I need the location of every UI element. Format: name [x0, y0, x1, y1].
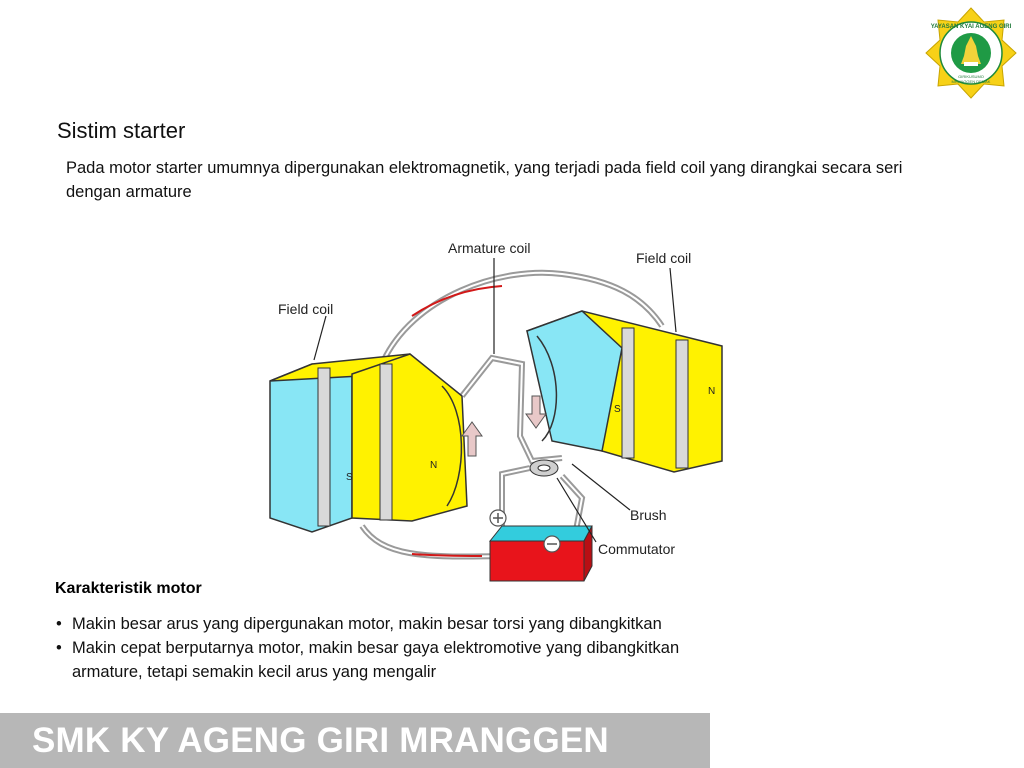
list-item-text: Makin besar arus yang dipergunakan motor… [72, 615, 662, 633]
label-field-coil-left: Field coil [278, 301, 333, 317]
label-field-coil-right: Field coil [636, 250, 691, 266]
footer-text: SMK KY AGENG GIRI MRANGGEN [32, 721, 609, 760]
bullet-icon: • [56, 639, 62, 657]
starter-motor-diagram: S N S N Armature coil Field coil Field c… [269, 240, 723, 582]
slide-title: Sistim starter [57, 118, 186, 143]
wire-bottom-loop [359, 524, 503, 560]
label-brush: Brush [630, 507, 667, 523]
intro-paragraph: Pada motor starter umumnya dipergunakan … [66, 159, 903, 201]
right-pole-n: N [708, 386, 715, 397]
commutator [529, 459, 559, 477]
list-item: • Makin besar arus yang dipergunakan mot… [55, 612, 875, 636]
footer-bar: SMK KY AGENG GIRI MRANGGEN [0, 713, 710, 768]
logo-bottom-line1: GIRIKUSUMO [958, 74, 984, 79]
label-commutator: Commutator [598, 541, 675, 557]
left-pole-n: N [430, 460, 437, 471]
label-armature-coil: Armature coil [448, 240, 530, 256]
list-item-text-continued: armature, tetapi semakin kecil arus yang… [72, 663, 437, 681]
logo-top-text: YAYASAN KYAI AGENG GIRI [931, 24, 1012, 30]
left-pole-s: S [346, 472, 353, 483]
logo-bottom-line2: MRANGGEN DEMAK [952, 79, 991, 84]
characteristics-list: • Makin besar arus yang dipergunakan mot… [55, 612, 875, 684]
right-field-magnet: S N [525, 310, 723, 473]
right-pole-s: S [614, 404, 621, 415]
characteristics-heading: Karakteristik motor [55, 580, 237, 598]
battery [488, 509, 593, 582]
left-field-magnet: S N [269, 353, 468, 533]
list-item: • Makin cepat berputarnya motor, makin b… [55, 636, 875, 684]
force-arrow-up [461, 421, 483, 457]
force-arrow-down [525, 395, 547, 429]
list-item-text: Makin cepat berputarnya motor, makin bes… [72, 639, 680, 657]
bullet-icon: • [56, 615, 62, 633]
school-logo: YAYASAN KYAI AGENG GIRI GIRIKUSUMO MRANG… [925, 7, 1017, 99]
